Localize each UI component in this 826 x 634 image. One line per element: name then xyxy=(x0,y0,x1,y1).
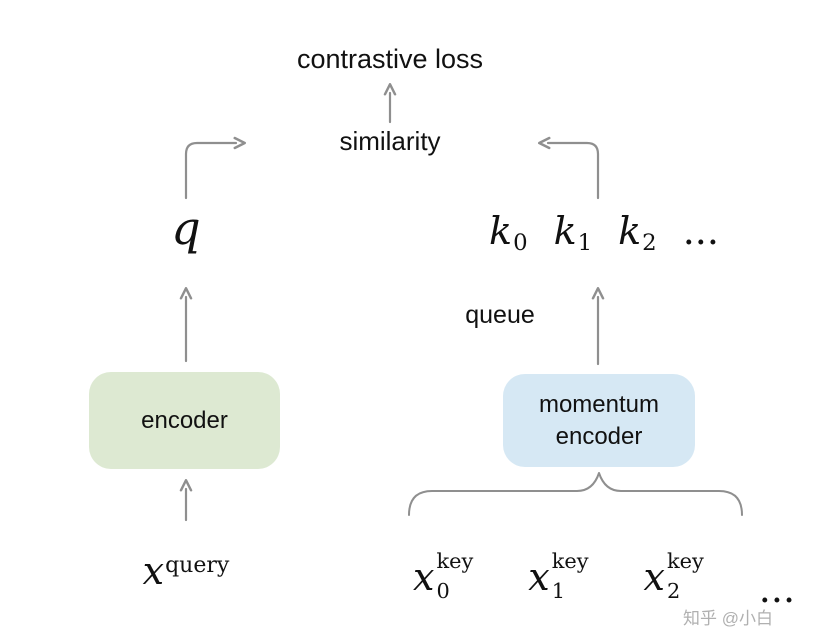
x-key-0-sub: 0 xyxy=(436,579,450,604)
key-k2-sub: 2 xyxy=(642,229,657,256)
q-output-label: q xyxy=(171,201,201,255)
x-key-2-sup: key xyxy=(666,549,704,573)
x-query-sup: query xyxy=(165,552,230,578)
key-k2: k2 xyxy=(618,212,657,254)
x-query-input: xquery xyxy=(143,552,230,590)
x-query-base: x xyxy=(142,549,165,593)
momentum-encoder-label: momentum encoder xyxy=(539,389,659,451)
momentum-encoder-box: momentum encoder xyxy=(503,374,695,467)
encoder-label: encoder xyxy=(141,406,228,434)
x-key-2-scripts: key 2 xyxy=(667,551,704,602)
keys-output-row: k0 k1 k2 ... xyxy=(489,212,719,254)
x-key-0: x key 0 xyxy=(413,551,473,602)
q-to-similarity-arrow xyxy=(184,136,246,200)
x-key-0-scripts: key 0 xyxy=(436,551,473,602)
x-key-1-base: x xyxy=(528,554,550,599)
keys-input-brace xyxy=(408,472,743,516)
x-key-2: x key 2 xyxy=(644,551,704,602)
key-k0: k0 xyxy=(489,212,528,254)
x-key-1-sub: 1 xyxy=(551,579,565,604)
key-k1: k1 xyxy=(554,212,593,254)
momentum-encoder-label-line2: encoder xyxy=(555,422,643,450)
keys-to-similarity-arrow xyxy=(538,136,600,200)
x-keys-ellipsis: ... xyxy=(758,567,796,612)
key-k1-base: k xyxy=(553,209,577,253)
x-key-1-sup: key xyxy=(551,549,589,573)
encoder-box: encoder xyxy=(89,372,280,469)
similarity-label: similarity xyxy=(339,126,441,156)
x-key-0-sup: key xyxy=(436,549,474,573)
x-key-1-scripts: key 1 xyxy=(552,551,589,602)
key-k1-sub: 1 xyxy=(577,229,593,256)
key-k0-sub: 0 xyxy=(513,229,528,256)
keys-ellipsis: ... xyxy=(682,209,719,253)
watermark: 知乎 @小白 xyxy=(683,609,773,628)
x-key-2-sub: 2 xyxy=(666,579,681,604)
x-key-0-base: x xyxy=(413,554,435,599)
x-key-2-base: x xyxy=(643,554,665,599)
x-key-1: x key 1 xyxy=(528,551,588,602)
momentum-encoder-label-line1: momentum xyxy=(538,391,660,419)
x-keys-input-row: x key 0 x key 1 x key 2 ... xyxy=(413,551,795,609)
key-k0-base: k xyxy=(489,209,513,253)
contrastive-loss-label: contrastive loss xyxy=(296,44,484,74)
key-k2-base: k xyxy=(618,209,642,253)
queue-label: queue xyxy=(465,301,535,329)
